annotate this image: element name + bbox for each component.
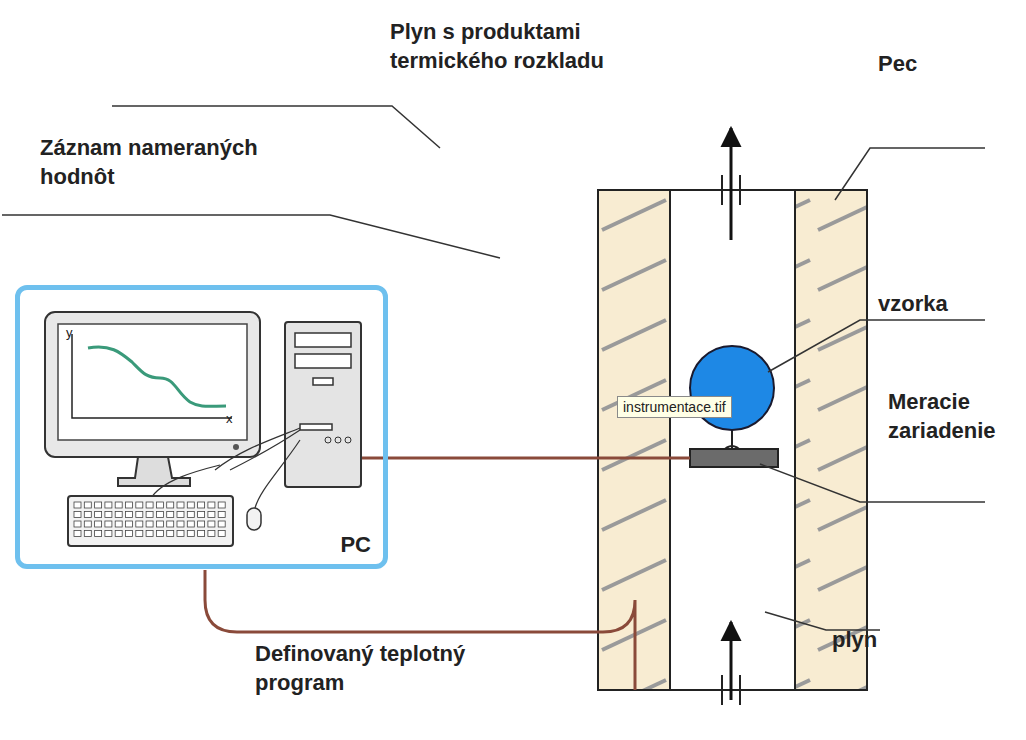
axis-label: x [226, 412, 246, 425]
measuring-device [690, 449, 778, 467]
leader-line [2, 106, 985, 630]
computer-illustration [45, 312, 361, 546]
tooltip-box: instrumentace.tif [617, 396, 732, 418]
furnace-label: Pec [878, 50, 978, 79]
furnace-wall [795, 190, 867, 690]
gas-outlet [722, 128, 740, 240]
gas-inlet-label: plyn [832, 626, 912, 655]
gas-inlet [722, 622, 740, 705]
panel-label: PC [340, 532, 371, 558]
program-label: Definovaný teplotný program [255, 640, 505, 697]
sample-label: vzorka [878, 290, 998, 319]
tooltip-text: instrumentace.tif [623, 399, 726, 415]
axis-label: y [66, 326, 86, 339]
gas-outlet-label: Plyn s produktami termického rozkladu [390, 18, 640, 75]
device-label: Meracie zariadenie [888, 388, 1018, 445]
signal-wire [362, 457, 690, 460]
record-label: Záznam nameraných hodnôt [40, 134, 280, 191]
